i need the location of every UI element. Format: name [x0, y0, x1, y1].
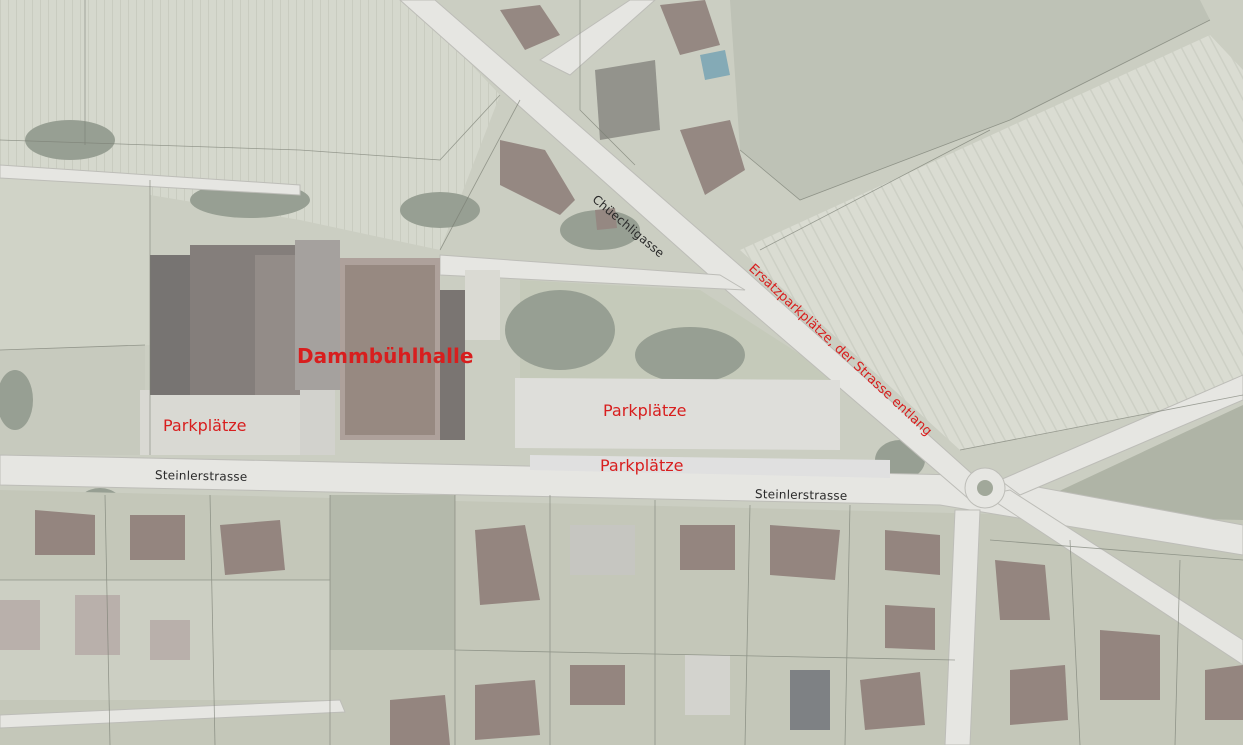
street-label-steinlerstrasse-west: Steinlerstrasse — [154, 468, 248, 484]
roundabout-center — [977, 480, 993, 496]
houses-south — [0, 510, 1243, 745]
parking-lots — [140, 375, 890, 478]
field-west-lower — [0, 345, 145, 455]
field-east — [740, 35, 1243, 450]
field-west — [0, 175, 150, 350]
parking-label-middle-lower: Parkplätze — [600, 456, 684, 475]
parking-label-west: Parkplätze — [163, 416, 247, 435]
hall-buildings — [150, 240, 500, 440]
building-label-dammbuehlhalle: Dammbühlhalle — [297, 344, 474, 368]
field-north — [730, 0, 1210, 200]
garden-plot — [330, 495, 455, 650]
houses-north — [500, 0, 745, 230]
street-label-steinlerstrasse-east: Steinlerstrasse — [754, 487, 848, 503]
parking-label-middle-upper: Parkplätze — [603, 401, 687, 420]
